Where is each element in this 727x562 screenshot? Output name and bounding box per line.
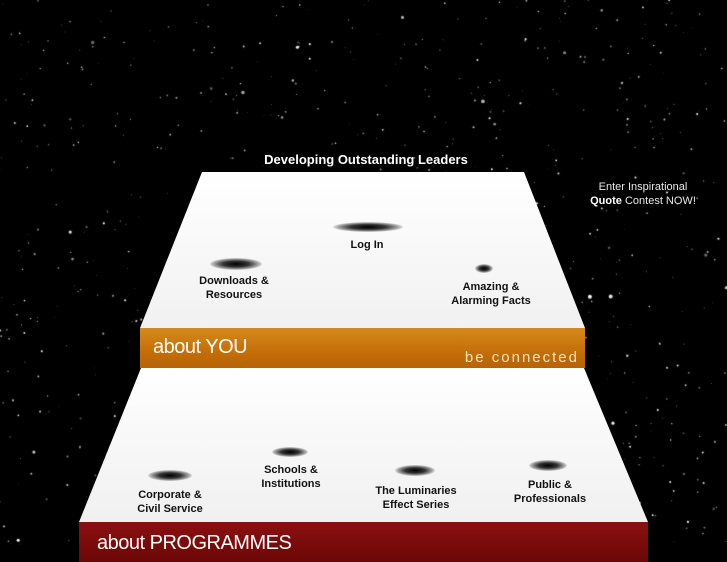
corporate-shadow-icon	[148, 470, 192, 481]
downloads-resources-link[interactable]: Downloads & Resources	[199, 274, 269, 302]
facts-shadow-icon	[475, 264, 493, 273]
quote-contest-link[interactable]: Enter Inspirational Quote Contest NOW!	[578, 180, 708, 208]
luminaries-shadow-icon	[395, 465, 435, 476]
login-link[interactable]: Log In	[351, 238, 384, 252]
public-professionals-link[interactable]: Public & Professionals	[514, 478, 586, 506]
login-label: Log In	[350, 239, 384, 251]
public-label-2: Professionals	[513, 493, 587, 505]
about-programmes-title: about PROGRAMMES	[97, 532, 292, 554]
luminaries-effect-link[interactable]: The Luminaries Effect Series	[375, 484, 456, 512]
facts-label-2: Alarming Facts	[451, 295, 531, 307]
login-shadow-icon	[333, 222, 403, 232]
luminaries-label-2: Effect Series	[382, 499, 450, 511]
schools-label-1: Schools &	[264, 464, 318, 476]
amazing-facts-link[interactable]: Amazing & Alarming Facts	[451, 280, 530, 308]
about-you-banner[interactable]: about YOU be connected	[140, 328, 585, 368]
schools-label-2: Institutions	[261, 478, 321, 490]
about-programmes-panel	[79, 368, 648, 522]
facts-label-1: Amazing &	[462, 281, 520, 293]
corporate-label-1: Corporate &	[138, 489, 202, 501]
schools-institutions-link[interactable]: Schools & Institutions	[261, 463, 320, 491]
about-you-panel	[140, 172, 585, 328]
schools-shadow-icon	[272, 447, 308, 457]
page-heading: Developing Outstanding Leaders	[264, 152, 468, 167]
be-connected-tagline: be connected	[464, 349, 579, 366]
contest-text-2: Contest NOW!	[624, 195, 696, 207]
public-shadow-icon	[529, 460, 567, 471]
corporate-civil-service-link[interactable]: Corporate & Civil Service	[137, 488, 202, 516]
downloads-label-2: Resources	[205, 289, 263, 301]
luminaries-label-1: The Luminaries	[375, 485, 457, 497]
about-programmes-banner[interactable]: about PROGRAMMES	[79, 522, 648, 562]
about-you-title: about YOU	[153, 336, 248, 358]
corporate-label-2: Civil Service	[137, 503, 203, 515]
downloads-label-1: Downloads &	[199, 275, 269, 287]
downloads-shadow-icon	[210, 258, 262, 270]
public-label-1: Public &	[527, 479, 573, 491]
contest-quote-word: Quote	[590, 195, 622, 207]
contest-text-1: Enter Inspirational	[598, 181, 688, 193]
